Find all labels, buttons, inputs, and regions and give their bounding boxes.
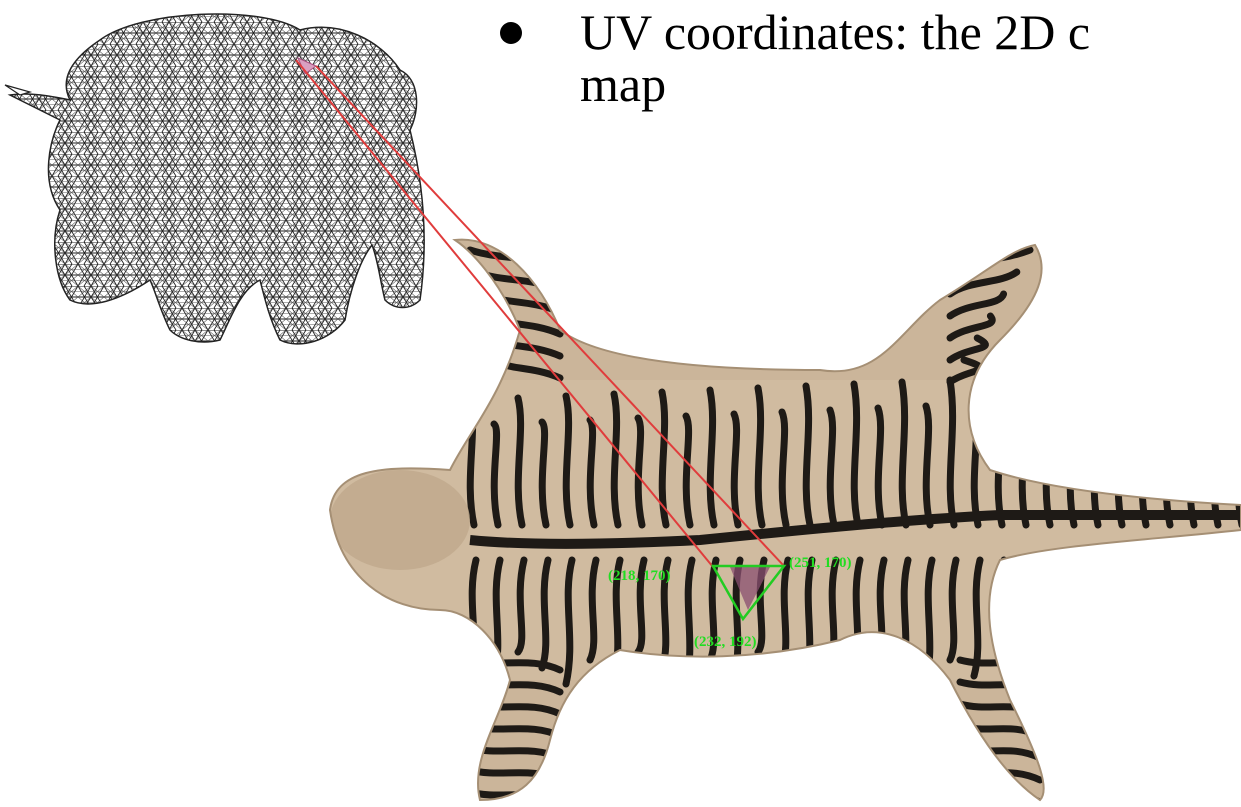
- uv-label-2: (251, 170): [789, 555, 852, 571]
- triceratops-mesh: [5, 14, 424, 344]
- triceratops-horn: [5, 85, 30, 95]
- uv-label-1: (218, 170): [608, 568, 671, 584]
- tiger-texture: [300, 220, 1241, 807]
- uv-label-3: (232, 192): [694, 634, 757, 650]
